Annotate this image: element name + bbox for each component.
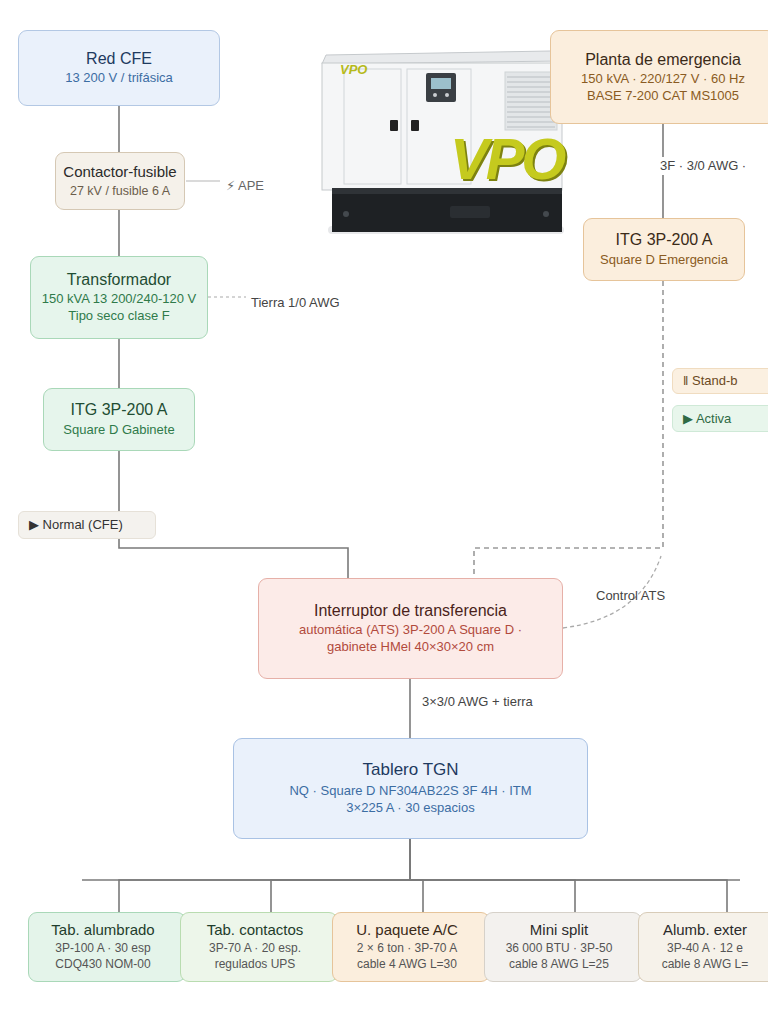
status-pill: ▶ Activa <box>672 405 768 432</box>
node-title: ITG 3P-200 A <box>616 230 713 249</box>
feeder-line <box>410 839 423 912</box>
node-title: ▶ Normal (CFE) <box>29 517 123 533</box>
node-detail: 150 kVA 13 200/240-120 V Tipo seco clase… <box>33 291 205 325</box>
node-title: Tablero TGN <box>362 760 458 780</box>
node-detail: 3P-100 A · 30 esp CDQ430 NOM-00 <box>42 941 164 972</box>
equipment-box: Planta de emergencia 150 kVA · 220/127 V … <box>550 30 768 124</box>
node-detail: 3P-70 A · 20 esp. regulados UPS <box>196 941 314 972</box>
cabinet-door <box>344 69 401 184</box>
node-detail: 2 × 6 ton · 3P-70 A cable 4 AWG L=30 <box>344 941 470 972</box>
equipment-box: Alumb. exter 3P-40 A · 12 e cable 8 AWG L… <box>638 912 768 982</box>
equipment-box: Tab. alumbrado 3P-100 A · 30 esp CDQ430 N… <box>28 912 186 982</box>
base-bolt <box>343 211 349 217</box>
equipment-box: ITG 3P-200 A Square D Emergencia <box>583 218 745 281</box>
equipment-box: Tab. contactos 3P-70 A · 20 esp. regulado… <box>180 912 338 982</box>
feeder-line <box>410 839 575 912</box>
node-title: Mini split <box>530 921 588 939</box>
node-detail: 13 200 V / trifásica <box>65 70 173 87</box>
equipment-box: Mini split 36 000 BTU · 3P-50 cable 8 AWG… <box>484 912 642 982</box>
node-title: ▶ Activa <box>683 411 731 427</box>
panel-button <box>433 93 437 97</box>
node-title: Contactor-fusible <box>63 163 176 181</box>
feeder-line <box>118 106 120 152</box>
equipment-box: ITG 3P-200 A Square D Gabinete <box>43 388 195 451</box>
node-detail: NQ · Square D NF304AB22S 3F 4H · ITM 3×2… <box>286 783 536 817</box>
cable-label: 3F · 3/0 AWG · <box>658 157 748 175</box>
equipment-box: Contactor-fusible 27 kV / fusible 6 A <box>55 152 185 210</box>
door-handle <box>411 120 419 131</box>
node-title: Alumb. exter <box>663 921 747 939</box>
node-detail: Square D Gabinete <box>63 422 174 439</box>
base-bolt <box>543 211 549 217</box>
feeder-line <box>271 839 410 912</box>
node-detail: automática (ATS) 3P-200 A Square D · gab… <box>275 622 547 656</box>
generator-illustration <box>322 51 564 234</box>
equipment-box: Red CFE 13 200 V / trifásica <box>18 30 220 106</box>
node-title: Tab. contactos <box>207 921 304 939</box>
annotation: Tierra 1/0 AWG <box>251 295 340 311</box>
node-title: Transformador <box>67 270 171 289</box>
equipment-box: Transformador 150 kVA 13 200/240-120 V Ti… <box>30 256 208 339</box>
door-handle <box>390 120 398 131</box>
control-panel <box>426 73 456 102</box>
feeder-line <box>410 839 727 912</box>
feeder-line <box>118 339 120 388</box>
base-port <box>450 206 490 218</box>
equipment-box: Tablero TGN NQ · Square D NF304AB22S 3F 4… <box>233 738 588 839</box>
node-title: U. paquete A/C <box>356 921 458 939</box>
logo-text: VPO <box>340 62 367 78</box>
leader-line <box>186 180 220 181</box>
status-pill: ▶ Normal (CFE) <box>18 511 156 539</box>
node-title: Interruptor de transferencia <box>314 601 507 620</box>
cable-label: 3×3/0 AWG + tierra <box>420 693 535 711</box>
annotation: Control ATS <box>596 588 665 604</box>
equipment-box: U. paquete A/C 2 × 6 ton · 3P-70 A cable … <box>332 912 490 982</box>
node-title: Tab. alumbrado <box>51 921 154 939</box>
fuel-base <box>332 188 562 232</box>
node-detail: Square D Emergencia <box>600 252 728 269</box>
vent-slats <box>507 77 555 127</box>
status-pill: ǁ Stand-b <box>672 368 768 394</box>
node-title: Red CFE <box>86 49 152 68</box>
equipment-box: Interruptor de transferencia automática (… <box>258 578 563 679</box>
node-detail: 36 000 BTU · 3P-50 cable 8 AWG L=25 <box>497 941 621 972</box>
panel-screen <box>431 78 451 89</box>
node-detail: 3P-40 A · 12 e cable 8 AWG L= <box>656 941 754 972</box>
standby-feeder <box>474 281 663 578</box>
feeder-line <box>118 210 120 256</box>
node-detail: 150 kVA · 220/127 V · 60 Hz BASE 7-200 C… <box>563 71 763 105</box>
node-title: Planta de emergencia <box>585 50 741 69</box>
node-title: ITG 3P-200 A <box>71 400 168 419</box>
node-title: ǁ Stand-b <box>683 373 738 389</box>
panel-button <box>445 93 449 97</box>
ground-leader <box>208 296 246 297</box>
node-detail: 27 kV / fusible 6 A <box>70 183 170 199</box>
feeder-line <box>409 679 411 738</box>
logo-text: VPO <box>450 124 564 194</box>
annotation: ⚡ APE <box>226 178 264 194</box>
feeder-line <box>119 839 410 912</box>
